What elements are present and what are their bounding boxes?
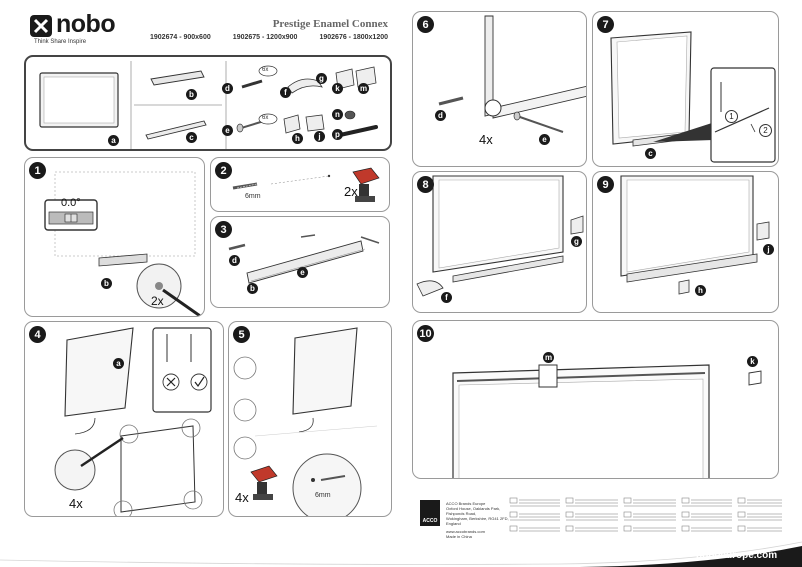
part-label-p: p	[332, 129, 343, 140]
step-4-badge: 4	[29, 326, 46, 343]
parts-count-e: 6x	[262, 115, 269, 121]
step-1-panel: 1 0.0° b 2x	[24, 157, 205, 317]
step-6-badge: 6	[417, 16, 434, 33]
step-7-badge: 7	[597, 16, 614, 33]
step-8-part-g: g	[571, 236, 582, 247]
step-9-part-h: h	[695, 285, 706, 296]
model-2: 1902675 - 1200x900	[232, 34, 298, 41]
acco-logo: ACCO	[420, 500, 440, 526]
step-3-part-d: d	[229, 255, 240, 266]
part-label-j: j	[314, 131, 325, 142]
legal-notices	[509, 497, 782, 538]
parts-count-d: 6x	[262, 67, 269, 73]
made-in: Made in China	[446, 534, 472, 539]
step-3-panel: 3 d e b	[210, 216, 390, 308]
brand-tagline: Think Share Inspire	[34, 39, 87, 45]
part-label-a: a	[108, 135, 119, 146]
step-2-size: 6mm	[245, 193, 261, 200]
parts-panel: a b c d 6x e 6x f g h j k m n p	[24, 55, 392, 151]
nobo-logo-mark-icon	[30, 15, 52, 37]
company-name: ACCO Brands Europe	[446, 501, 486, 506]
step-9-panel: 9 h j	[592, 171, 779, 313]
step-6-count: 4x	[479, 132, 493, 147]
part-label-d: d	[222, 83, 233, 94]
step-4-part-a: a	[113, 358, 124, 369]
step-6-part-d: d	[435, 110, 446, 121]
step-8-badge: 8	[417, 176, 434, 193]
step-7-panel: 7 c 1 2	[592, 11, 779, 167]
part-label-e: e	[222, 125, 233, 136]
part-label-n: n	[332, 109, 343, 120]
step-6-panel: 6 d e 4x	[412, 11, 587, 167]
step-1-part-b: b	[101, 278, 112, 289]
model-list: 1902674 - 900x600 1902675 - 1200x900 190…	[150, 34, 388, 41]
step-5-count: 4x	[235, 490, 249, 505]
model-1: 1902674 - 900x600	[150, 34, 211, 41]
step-5-panel: 5 4x 6mm	[228, 321, 392, 517]
company-address-line-1: Oxford House, Oaklands Park, Fishponds R…	[446, 506, 501, 516]
step-6-part-e: e	[539, 134, 550, 145]
bottom-swoosh	[0, 540, 802, 567]
step-4-count: 4x	[69, 496, 83, 511]
product-title: Prestige Enamel Connex	[272, 18, 388, 30]
step-5-badge: 5	[233, 326, 250, 343]
nobo-logo: nobo Think Share Inspire	[30, 10, 130, 48]
acco-logo-text: ACCO	[422, 518, 438, 524]
step-5-size: 6mm	[315, 492, 331, 499]
step-9-badge: 9	[597, 176, 614, 193]
step-7-substep-1: 1	[725, 110, 738, 123]
company-website: www.accobrands.com	[446, 529, 485, 534]
step-10-badge: 10	[417, 325, 434, 342]
step-3-part-e: e	[297, 267, 308, 278]
company-address-line-2: Wokingham, Berkshire, RG41 2FD, England	[446, 516, 509, 526]
part-label-m: m	[358, 83, 369, 94]
step-10-part-m: m	[543, 352, 554, 363]
step-3-badge: 3	[215, 221, 232, 238]
part-label-f: f	[280, 87, 291, 98]
step-10-part-k: k	[747, 356, 758, 367]
part-label-b: b	[186, 89, 197, 100]
part-label-c: c	[186, 132, 197, 143]
step-2-count: 2x	[344, 184, 358, 199]
step-8-panel: 8 f g	[412, 171, 587, 313]
step-2-panel: 2 6mm 2x	[210, 157, 390, 212]
model-3: 1902676 - 1800x1200	[319, 34, 388, 41]
step-9-part-j: j	[763, 244, 774, 255]
part-label-g: g	[316, 73, 327, 84]
step-10-panel: 10 m k	[412, 320, 779, 479]
part-label-h: h	[292, 133, 303, 144]
step-8-part-f: f	[441, 292, 452, 303]
step-7-part-c: c	[645, 148, 656, 159]
part-label-k: k	[332, 83, 343, 94]
company-address: ACCO Brands Europe Oxford House, Oakland…	[446, 501, 510, 539]
step-7-substep-2: 2	[759, 124, 772, 137]
step-2-badge: 2	[215, 162, 232, 179]
step-1-count: 2x	[151, 294, 164, 308]
step-1-badge: 1	[29, 162, 46, 179]
step-3-part-b: b	[247, 283, 258, 294]
step-1-level-readout: 0.0°	[61, 197, 81, 209]
brand-name: nobo	[56, 10, 116, 38]
step-4-panel: 4 a 4x	[24, 321, 224, 517]
footer-website[interactable]: noboeurope.com	[696, 550, 778, 561]
